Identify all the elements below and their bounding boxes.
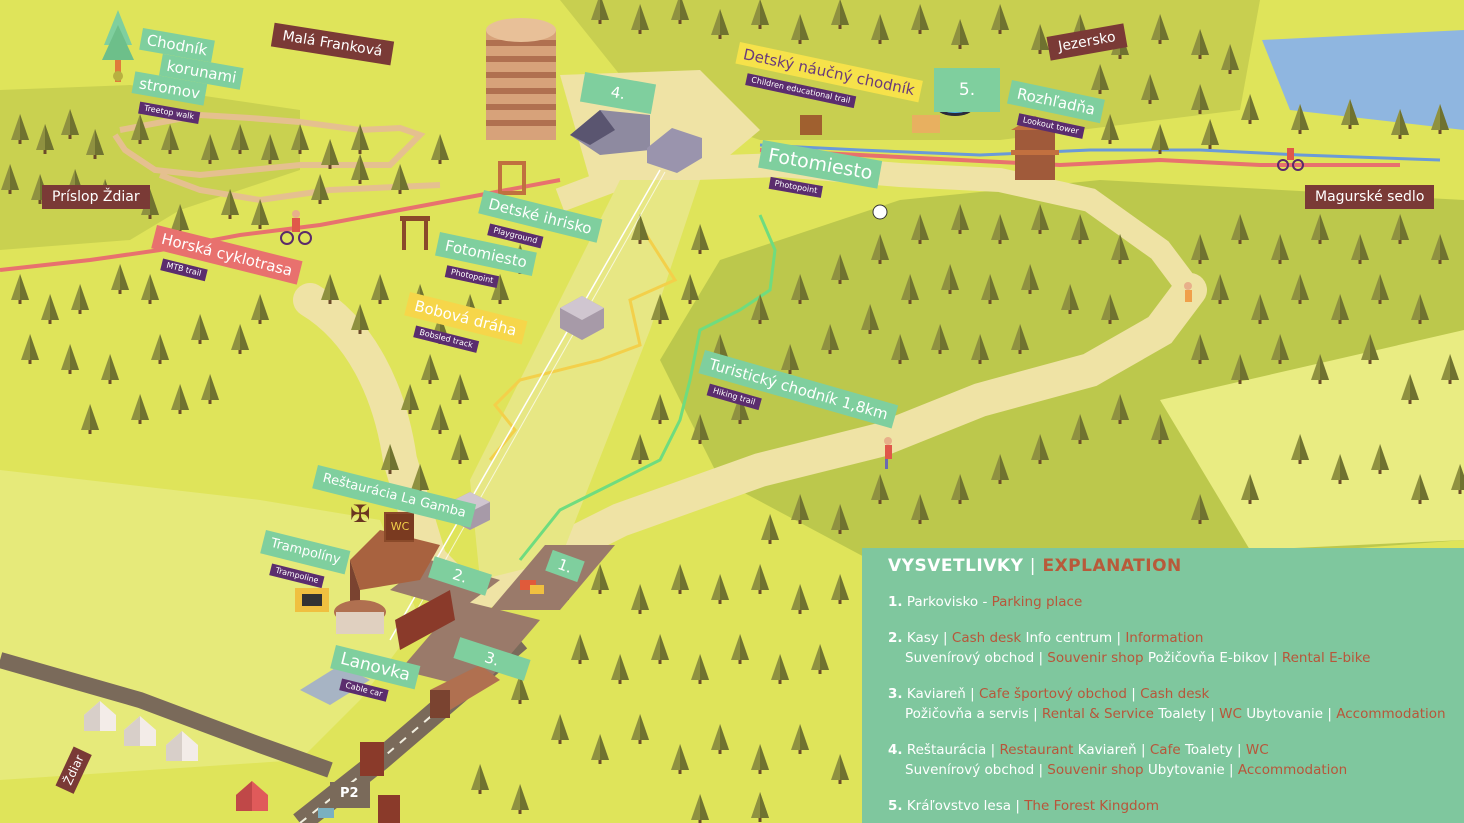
right-field	[1160, 330, 1464, 550]
cable-car-station	[300, 665, 370, 705]
legend-item-1-en: Parking place	[991, 594, 1083, 610]
cyclist-icon	[280, 210, 312, 245]
legend-text: Požičovňa a servis	[905, 706, 1029, 722]
lake	[1262, 30, 1464, 130]
house-icon	[166, 731, 198, 761]
legend-text: Rental & Service	[1041, 706, 1154, 722]
legend-text: Toalety	[1158, 706, 1207, 722]
legend-item-2: 2. Kasy | Cash desk Info centrum | Infor…	[888, 630, 1371, 666]
legend-item-4: 4. Reštaurácia | Restaurant Kaviareň | C…	[888, 742, 1348, 778]
legend-title-sep: |	[1029, 556, 1037, 576]
legend-text: Cash desk	[1140, 686, 1210, 702]
slope-clearing	[470, 180, 700, 580]
main-path	[293, 273, 1207, 622]
cyclist-icon	[1277, 148, 1304, 171]
legend-title-sk: VYSVETLIVKY	[888, 556, 1024, 576]
legend-text: Souvenir shop	[1047, 762, 1144, 778]
legend-item-3: 3. Kaviareň | Cafe športový obchod | Cas…	[888, 686, 1446, 722]
legend-panel: VYSVETLIVKY | EXPLANATION 1. Parkovisko …	[862, 548, 1464, 823]
legend-item-5-sk: Kráľovstvo lesa	[906, 798, 1012, 814]
legend-text: WC	[1245, 742, 1269, 758]
house-icon	[236, 781, 268, 811]
legend-item-2-num: 2.	[888, 630, 903, 646]
legend-text: Ubytovanie	[1147, 762, 1225, 778]
football-icon	[872, 204, 888, 220]
legend-text: Restaurant	[999, 742, 1074, 758]
hiking-trail	[518, 214, 777, 561]
legend-item-5-en: The Forest Kingdom	[1024, 798, 1160, 814]
legend-item-1-num: 1.	[888, 594, 903, 610]
number-tag-5[interactable]: 5.	[934, 68, 1000, 112]
legend-title-en: EXPLANATION	[1042, 556, 1182, 576]
label-treetop-walk[interactable]: Chodník korunami stromov Treetop walk	[131, 28, 249, 124]
legend-text: Kaviareň	[1077, 742, 1137, 758]
legend-text: Cash desk	[951, 630, 1022, 646]
legend-text: Reštaurácia	[906, 742, 987, 758]
restaurant-building	[350, 530, 440, 590]
parking-p2	[330, 782, 370, 808]
wc-sign: WC	[386, 514, 414, 540]
legend-item-4-num: 4.	[888, 742, 903, 758]
mtb-trail-east	[759, 148, 1400, 168]
p2-label: P2	[340, 786, 359, 801]
legend-item-1: 1. Parkovisko - Parking place	[888, 592, 1082, 612]
legend-text: Ubytovanie	[1246, 706, 1324, 722]
cable-car-icon	[560, 296, 604, 340]
legend-item-1-sk: Parkovisko -	[906, 594, 988, 610]
swing-icon	[400, 216, 430, 250]
lookout-tower-icon	[486, 18, 556, 140]
legend-text: Rental E-bike	[1281, 650, 1371, 666]
legend-text: Kaviareň	[906, 686, 966, 702]
legend-text: Cafe športový obchod	[979, 686, 1127, 702]
legend-item-5: 5. Kráľovstvo lesa | The Forest Kingdom	[888, 798, 1160, 814]
fork-knife-icon: ✠	[350, 500, 371, 528]
sign-magurske-sedlo[interactable]: Magurské sedlo	[1305, 185, 1435, 209]
legend-text: Toalety	[1184, 742, 1233, 758]
legend-text: Accommodation	[1237, 762, 1348, 778]
sign-prislop-zdiar[interactable]: Príslop Ždiar	[42, 185, 150, 209]
hiker-icon	[884, 437, 892, 469]
legend-item-3-num: 3.	[888, 686, 903, 702]
cafe-building	[395, 590, 455, 650]
legend-text: Kasy	[906, 630, 939, 646]
house-icon	[124, 716, 156, 746]
mtb-trail	[0, 178, 561, 272]
bobsled-track	[488, 224, 678, 461]
legend-title: VYSVETLIVKY | EXPLANATION	[888, 556, 1182, 576]
legend-text: Info centrum	[1025, 630, 1113, 646]
legend-text: Cafe	[1149, 742, 1181, 758]
legend-text: Accommodation	[1336, 706, 1446, 722]
legend-text: Suvenírový obchod	[905, 762, 1035, 778]
legend-item-5-num: 5.	[888, 798, 903, 814]
hiker-icon	[1184, 282, 1192, 302]
legend-text: WC	[1219, 706, 1242, 722]
blue-trail	[759, 143, 1441, 162]
legend-text: Požičovňa E-bikov	[1147, 650, 1269, 666]
cable-station-top	[647, 128, 702, 173]
building-small	[360, 742, 384, 776]
photopoint-frame	[498, 161, 526, 195]
legend-text: Information	[1125, 630, 1204, 646]
road	[0, 652, 333, 778]
house-icon	[84, 701, 116, 731]
legend-text: Suvenírový obchod	[905, 650, 1035, 666]
legend-text: Souvenir shop	[1047, 650, 1144, 666]
tree-icon	[102, 10, 134, 82]
car-icon	[520, 580, 536, 590]
